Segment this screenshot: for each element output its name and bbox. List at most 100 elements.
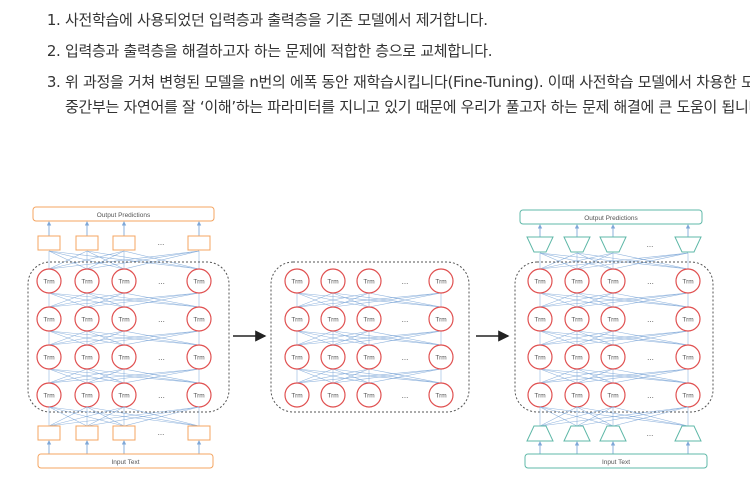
left-bottom-connection (48, 406, 125, 427)
right-trm-node (527, 306, 553, 332)
middle-trm-node (428, 268, 454, 294)
right-output-ellipsis: ... (647, 240, 654, 249)
right-connection (612, 292, 689, 308)
left-input-block (187, 425, 211, 441)
right-trm-label: Trm (534, 317, 545, 324)
left-ellipsis: ... (158, 315, 165, 324)
right-trm-label: Trm (682, 355, 693, 362)
right-connection (576, 330, 689, 346)
right-connection (539, 292, 614, 308)
left-ellipsis: ... (158, 353, 165, 362)
right-trm-node (600, 306, 626, 332)
right-bottom-connection (539, 406, 578, 427)
right-bottom-connection (576, 406, 689, 427)
middle-trm-node (284, 306, 310, 332)
left-connection (123, 368, 200, 384)
left-input-label: Input Text (111, 459, 139, 466)
right-input-head (563, 425, 591, 442)
middle-connection (296, 330, 370, 346)
left-connection (48, 368, 125, 384)
left-connection (48, 292, 200, 308)
right-bottom-fan (539, 406, 689, 427)
left-trm-label: Trm (43, 279, 54, 286)
left-trm-node (74, 344, 100, 370)
right-trm-label: Trm (607, 317, 618, 324)
right-connection (576, 368, 614, 384)
left-top-connection (48, 250, 200, 270)
middle-trm-label: Trm (363, 279, 374, 286)
middle-trm-node (356, 268, 382, 294)
left-trm-label: Trm (43, 393, 54, 400)
left-trm-node (74, 306, 100, 332)
right-top-connection (539, 252, 689, 270)
left-bottom-connection (86, 406, 200, 427)
left-connection (123, 330, 200, 346)
left-connection (48, 292, 125, 308)
left-input-block (37, 425, 61, 441)
middle-trm-node (284, 344, 310, 370)
middle-connection (296, 368, 442, 384)
right-trm-label: Trm (607, 393, 618, 400)
left-trm-label: Trm (81, 279, 92, 286)
middle-connection (332, 368, 370, 384)
step-item-1: 사전학습에 사용되었던 입력층과 출력층을 기존 모델에서 제거합니다. (65, 8, 750, 33)
middle-connection (368, 330, 442, 346)
left-trm-label: Trm (118, 279, 129, 286)
right-trm-label: Trm (607, 355, 618, 362)
middle-trm-label: Trm (363, 355, 374, 362)
left-output-label: Output Predictions (97, 212, 151, 219)
right-input-label: Input Text (602, 459, 630, 466)
left-bottom-fan (48, 406, 200, 427)
middle-trm-label: Trm (327, 279, 338, 286)
left-trm-node (74, 268, 100, 294)
right-top-connection (612, 252, 689, 270)
left-connection (86, 330, 200, 346)
middle-trm-label: Trm (435, 317, 446, 324)
right-connection (576, 292, 614, 308)
right-top-fan (539, 252, 689, 270)
step-list: 사전학습에 사용되었던 입력층과 출력층을 기존 모델에서 제거합니다. 입력층… (25, 8, 750, 126)
right-middle-container (514, 261, 714, 413)
right-trm-label: Trm (571, 317, 582, 324)
left-top-connection (86, 250, 200, 270)
left-input-block (75, 425, 99, 441)
right-trm-label: Trm (534, 355, 545, 362)
middle-trm-node (356, 306, 382, 332)
right-connection (539, 368, 578, 384)
left-trm-label: Trm (118, 393, 129, 400)
middle-trm-label: Trm (435, 279, 446, 286)
right-bottom-connection (576, 406, 614, 427)
left-output-block (75, 235, 99, 251)
middle-trm-label: Trm (291, 279, 302, 286)
right-trm-label: Trm (571, 279, 582, 286)
middle-trm-node (428, 344, 454, 370)
left-trm-label: Trm (118, 355, 129, 362)
right-input-head (674, 425, 702, 442)
right-bottom-connection (539, 406, 614, 427)
left-connection (86, 330, 125, 346)
left-output-box (32, 206, 215, 222)
right-top-connection (576, 252, 614, 270)
left-trm-label: Trm (193, 279, 204, 286)
middle-container (270, 261, 470, 413)
right-trm-node (675, 268, 701, 294)
left-trm-node (186, 306, 212, 332)
middle-trm-label: Trm (363, 317, 374, 324)
right-output-label: Output Predictions (584, 215, 638, 222)
right-trm-label: Trm (571, 393, 582, 400)
middle-trm-label: Trm (291, 393, 302, 400)
left-trm-label: Trm (81, 317, 92, 324)
right-trm-node (600, 268, 626, 294)
left-trm-label: Trm (193, 355, 204, 362)
right-output-box (519, 209, 703, 225)
right-bottom-connection (612, 406, 689, 427)
right-output-head (674, 236, 702, 253)
right-trm-label: Trm (534, 393, 545, 400)
left-trm-node (36, 306, 62, 332)
right-trm-label: Trm (607, 279, 618, 286)
left-trm-label: Trm (81, 393, 92, 400)
middle-connection (296, 368, 334, 384)
